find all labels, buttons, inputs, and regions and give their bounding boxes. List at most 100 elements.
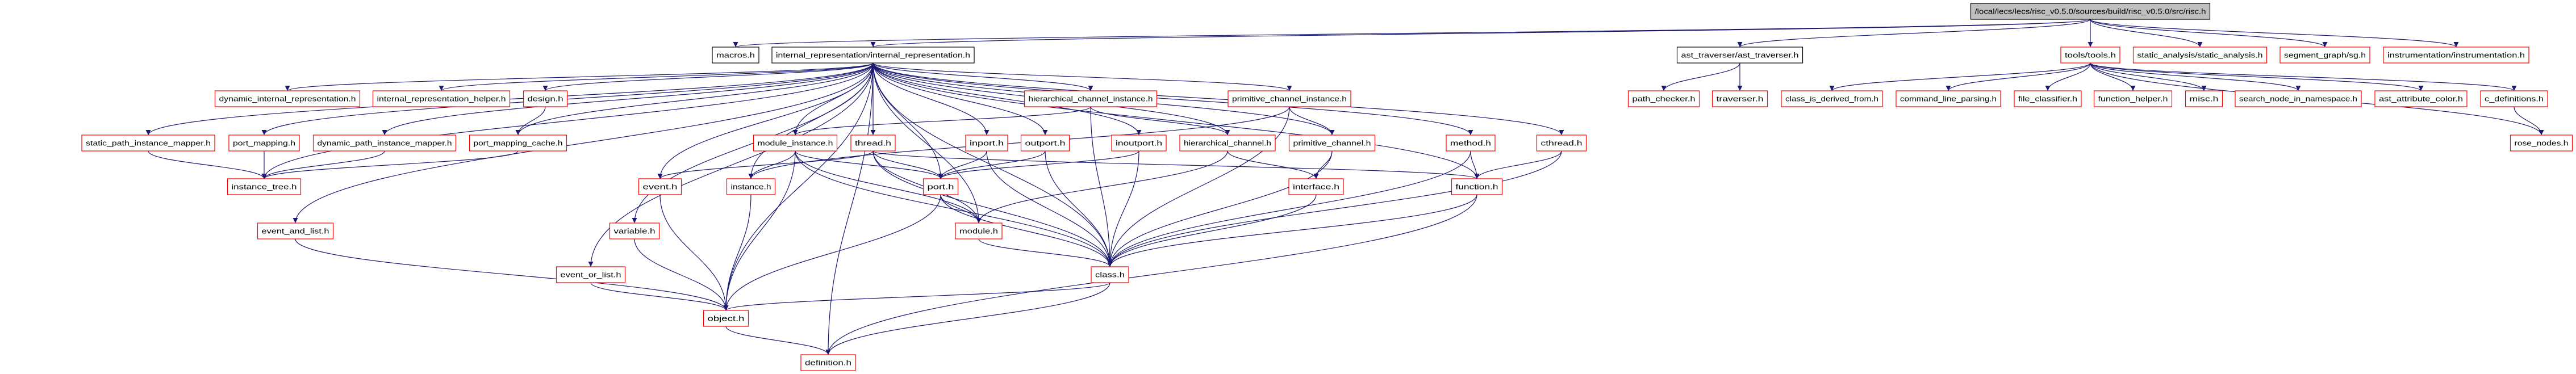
node-dynamic_path[interactable]: dynamic_path_instance_mapper.h [312,135,457,152]
edge-port-to-module [940,194,982,224]
node-misc[interactable]: misc.h [2185,90,2223,107]
node-path_checker[interactable]: path_checker.h [1627,90,1700,107]
node-dynamic_ir[interactable]: dynamic_internal_representation.h [214,90,361,107]
edge-ir-to-module_instance [792,62,874,136]
node-pci[interactable]: primitive_channel_instance.h [1228,90,1351,107]
node-event_or_list[interactable]: event_or_list.h [556,266,626,283]
node-traverser[interactable]: traverser.h [1711,90,1768,107]
node-ir[interactable]: internal_representation/internal_represe… [771,47,975,64]
node-object[interactable]: object.h [703,310,749,327]
edge-tools-to-misc [2090,62,2207,91]
node-macros[interactable]: macros.h [712,47,759,64]
node-file_classifier[interactable]: file_classifier.h [2014,90,2082,107]
edge-ir-to-definition [825,62,874,355]
node-label: class.h [1095,271,1125,279]
edge-event_and_list-to-object [295,238,729,311]
edge-root-to-ast_traverser [1737,19,2091,48]
node-box [2510,135,2573,152]
node-label: instance.h [731,183,771,191]
edges [145,19,2544,355]
node-port[interactable]: port.h [922,178,959,195]
node-label: command_line_parsing.h [1900,95,1997,103]
node-cthread[interactable]: cthread.h [1536,135,1587,152]
node-instance[interactable]: instance.h [726,178,776,195]
edge-hci-to-module_instance [792,106,1091,136]
node-hierarchical_channel[interactable]: hierarchical_channel.h [1179,135,1276,152]
node-box [2480,90,2548,107]
node-label: /local/lecs/lecs/risc_v0.5.0/sources/bui… [1975,7,2206,16]
node-box [2279,47,2370,64]
node-box [372,90,511,107]
node-label: path_checker.h [1633,95,1696,103]
edge-object-to-definition [725,326,831,355]
node-function_helper[interactable]: function_helper.h [2093,90,2173,107]
node-c_definitions[interactable]: c_definitions.h [2480,90,2548,107]
node-variable[interactable]: variable.h [609,222,660,239]
edge-tools-to-file_classifier [2045,62,2091,91]
node-static_path[interactable]: static_path_instance_mapper.h [81,135,215,152]
node-module[interactable]: module.h [955,222,1003,239]
node-port_mapping_cache[interactable]: port_mapping_cache.h [469,135,567,152]
node-hci[interactable]: hierarchical_channel_instance.h [1024,90,1158,107]
node-label: event_and_list.h [262,227,329,236]
node-design[interactable]: design.h [523,90,568,107]
node-box [638,178,682,195]
edge-root-to-instrumentation [2090,19,2459,48]
node-inoutport[interactable]: inoutport.h [1111,135,1167,152]
edge-variable-to-object [634,238,729,311]
node-command_line_parsing[interactable]: command_line_parsing.h [1896,90,2001,107]
node-ast_traverser[interactable]: ast_traverser/ast_traverser.h [1676,47,1803,64]
node-instance_tree[interactable]: instance_tree.h [227,178,302,195]
node-search_node[interactable]: search_node_in_namespace.h [2235,90,2362,107]
node-box [726,178,776,195]
node-interface[interactable]: interface.h [1288,178,1344,195]
node-tools[interactable]: tools/tools.h [2060,47,2120,64]
node-box [1711,90,1768,107]
edge-thread-to-function [872,150,1480,179]
node-box [1781,90,1883,107]
node-static_analysis[interactable]: static_analysis/static_analysis.h [2132,47,2268,64]
node-label: port_mapping_cache.h [474,139,563,148]
node-definition[interactable]: definition.h [800,354,856,371]
node-class[interactable]: class.h [1091,266,1129,283]
node-port_mapping[interactable]: port_mapping.h [228,135,300,152]
node-thread[interactable]: thread.h [850,135,896,152]
node-label: instrumentation/instrumentation.h [2387,51,2525,60]
node-instrumentation[interactable]: instrumentation/instrumentation.h [2383,47,2529,64]
edge-hci-to-class [1090,106,1113,267]
edge-hierarchical_channel-to-module [976,150,1228,224]
node-inport[interactable]: inport.h [965,135,1008,152]
node-module_instance[interactable]: module_instance.h [753,135,838,152]
node-event_and_list[interactable]: event_and_list.h [257,222,334,239]
node-root[interactable]: /local/lecs/lecs/risc_v0.5.0/sources/bui… [1970,3,2211,20]
node-label: module_instance.h [758,139,833,148]
node-primitive_channel[interactable]: primitive_channel.h [1288,135,1376,152]
node-function[interactable]: function.h [1451,178,1503,195]
node-box [556,266,626,283]
node-ir_helper[interactable]: internal_representation_helper.h [372,90,511,107]
node-label: event.h [643,183,678,191]
node-outport[interactable]: outport.h [1020,135,1070,152]
node-box [257,222,334,239]
edge-thread-to-port [872,150,943,179]
node-ast_attribute_color[interactable]: ast_attribute_color.h [2374,90,2468,107]
node-label: function.h [1456,183,1498,191]
node-box [312,135,457,152]
edge-module_instance-to-module [795,150,982,224]
node-class_is_derived_from[interactable]: class_is_derived_from.h [1781,90,1883,107]
edge-ir-to-event [657,62,874,179]
node-method[interactable]: method.h [1446,135,1496,152]
node-event[interactable]: event.h [638,178,682,195]
edge-ir-to-static_path [145,62,874,136]
node-box [1627,90,1700,107]
node-label: cthread.h [1541,139,1583,148]
edge-c_definitions-to-rose_nodes [2514,106,2544,136]
edge-method-to-class [1107,150,1471,267]
node-box [1446,135,1496,152]
node-segment_graph[interactable]: segment_graph/sg.h [2279,47,2370,64]
node-box [81,135,215,152]
node-rose_nodes[interactable]: rose_nodes.h [2510,135,2573,152]
edge-root-to-static_analysis [2090,19,2203,48]
edge-root-to-macros [733,19,2091,48]
